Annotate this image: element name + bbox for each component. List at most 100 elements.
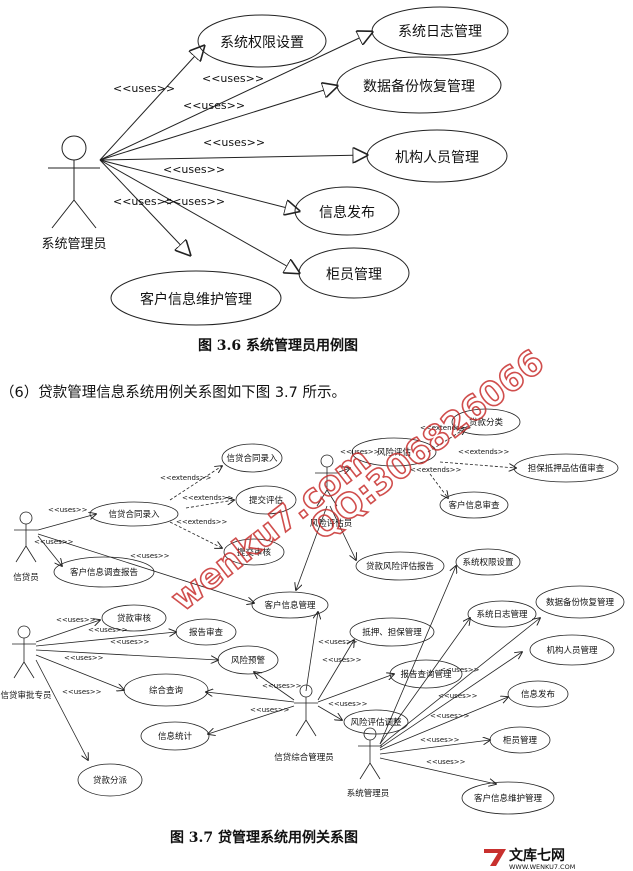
uc1-org-staff: [366, 129, 508, 183]
uses-label: <<uses>>: [318, 638, 358, 646]
uses-label: <<uses>>: [430, 712, 470, 720]
uc-sys-perm-label: 系统权限设置: [462, 557, 514, 568]
uc-customer-survey-label: 客户信息调查报告: [70, 567, 138, 578]
uses-label: <<uses>>: [328, 700, 368, 708]
uc-loan-disburse-label: 贷款分派: [93, 775, 128, 786]
brand-url: WWW.WENKU7.COM: [509, 863, 575, 871]
uc1-sys-log-label: 系统日志管理: [398, 24, 482, 40]
uc1-org-staff-label: 机构人员管理: [395, 150, 479, 166]
uc-info-stats: [140, 721, 210, 751]
uc-combined-query: [123, 673, 209, 707]
uc1-teller: [298, 247, 410, 299]
actor-manager: [294, 684, 318, 737]
extends-label: <<extends>>: [410, 466, 462, 474]
uc1-info-publish-label: 信息发布: [319, 204, 375, 221]
uc-data-backup-label: 数据备份恢复管理: [546, 597, 615, 608]
extends-label: <<extends>>: [420, 424, 472, 432]
uc1-cust-maint: [110, 270, 282, 326]
uc-info-publish: [507, 680, 569, 708]
uc-sys-log: [467, 600, 537, 628]
uses-label: <<uses>>: [250, 706, 290, 714]
uc1-teller-label: 柜员管理: [326, 267, 382, 283]
uc-customer-survey: [53, 556, 155, 588]
uc-loan-risk-report-label: 贷款风险评估报告: [366, 561, 434, 572]
uc1-sys-perm-label: 系统权限设置: [220, 35, 304, 51]
figure-3-6-caption: 图 3.6 系统管理员用例图: [198, 337, 358, 354]
watermark-qq-text: QQ:306826066: [303, 342, 552, 549]
uc-loan-disburse: [77, 763, 143, 797]
uc-collateral-eval: [513, 453, 619, 483]
actor-sysadmin-1: [48, 135, 100, 229]
uses-label: <<uses>>: [420, 736, 460, 744]
actor-loan-officer: [14, 511, 38, 563]
brand-7-icon: [484, 849, 506, 866]
uc-submit-review-label: 提交审核: [237, 547, 272, 558]
uc1-info-publish: [294, 186, 400, 236]
extends-label: <<extends>>: [176, 518, 228, 526]
uc-loan-risk-report: [355, 551, 445, 581]
uses-label: <<uses>>: [438, 692, 478, 700]
actor-manager-label: 信贷综合管理员: [274, 752, 334, 763]
uc-contract-input-label: 信贷合同录入: [108, 509, 160, 520]
uses-label: <<uses>>: [340, 448, 380, 456]
uc-risk-eval-adjust-label: 风险评估调整: [350, 717, 402, 728]
uc-teller-label: 柜员管理: [503, 735, 538, 746]
actor-sysadmin-1-label: 系统管理员: [41, 237, 106, 252]
actor-reviewer-label: 信贷审批专员: [0, 690, 51, 701]
uses-label: <<uses>>: [440, 666, 480, 674]
uses-label: <<uses>>: [130, 552, 170, 560]
uc-loan-class-label: 贷款分类: [469, 417, 504, 428]
uc-customer-info-mgmt: [251, 591, 329, 619]
uc-collateral-mgmt: [349, 617, 435, 647]
uses-label: <<uses>>: [62, 688, 102, 696]
uc1-cust-maint-label: 客户信息维护管理: [140, 291, 252, 308]
uc-cust-maint: [461, 781, 555, 815]
uc-loan-review-label: 贷款审核: [117, 613, 152, 624]
actor-risk-assessor: [315, 454, 339, 507]
uc-teller: [489, 726, 551, 754]
uc-loan-class: [451, 408, 521, 436]
uses-label: <<uses>>: [56, 616, 96, 624]
uses-label: <<uses>>: [88, 626, 128, 634]
uc-risk-eval-label: 风险评估: [377, 447, 412, 458]
figure-3-7-caption: 图 3.7 贷管理系统用例关系图: [170, 829, 358, 846]
uc-cust-maint-label: 客户信息维护管理: [474, 793, 543, 804]
uc1-data-backup: [336, 56, 502, 114]
uc-risk-eval-adjust: [343, 709, 409, 735]
uses-label: <<uses>>: [163, 163, 225, 176]
watermark-qq: QQ:306826066: [302, 341, 552, 549]
uc1-sys-log: [371, 6, 509, 56]
actor-reviewer: [12, 625, 36, 679]
uses-label: <<uses>>: [183, 99, 245, 112]
uc-report-query-mgmt: [389, 659, 463, 689]
uses-label: <<uses>>: [34, 538, 74, 546]
paragraph-text: （6）贷款管理信息系统用例关系图如下图 3.7 所示。: [0, 385, 347, 401]
uc-data-backup: [535, 585, 625, 619]
uc-customer-info-review: [439, 491, 509, 519]
uc-report-review: [175, 618, 237, 646]
uc-sys-perm: [455, 548, 521, 576]
uc-submit-review: [223, 538, 285, 566]
uses-label: <<uses>>: [110, 638, 150, 646]
extends-label: <<extends>>: [182, 494, 234, 502]
diagram-2: [12, 408, 625, 815]
uc-collateral-mgmt-label: 抵押、担保管理: [362, 627, 422, 638]
uses-label: <<uses>>: [48, 506, 88, 514]
uc-combined-query-label: 综合查询: [149, 685, 183, 696]
uc-risk-warning: [217, 645, 279, 675]
uc-risk-warning-label: 风险预警: [231, 655, 266, 666]
uses-label: <<uses>>: [203, 136, 265, 149]
uses-label: <<uses>>: [113, 82, 175, 95]
uc-contract-input: [89, 501, 179, 527]
uc1-sys-perm: [197, 14, 327, 68]
brand-logo: 文库七网 WWW.WENKU7.COM: [484, 847, 575, 871]
uc-submit-eval: [235, 485, 297, 515]
uc-submit-eval-label: 提交评估: [249, 495, 284, 506]
brand-cn: 文库七网: [509, 847, 565, 864]
extends-label: <<extends>>: [458, 448, 510, 456]
uc-report-review-label: 报告审查: [189, 627, 224, 638]
extends-label: <<extends>>: [160, 474, 212, 482]
uc-info-publish-label: 信息发布: [521, 689, 555, 700]
uc1-data-backup-label: 数据备份恢复管理: [363, 78, 475, 95]
uses-label: <<uses>>: [163, 195, 225, 208]
